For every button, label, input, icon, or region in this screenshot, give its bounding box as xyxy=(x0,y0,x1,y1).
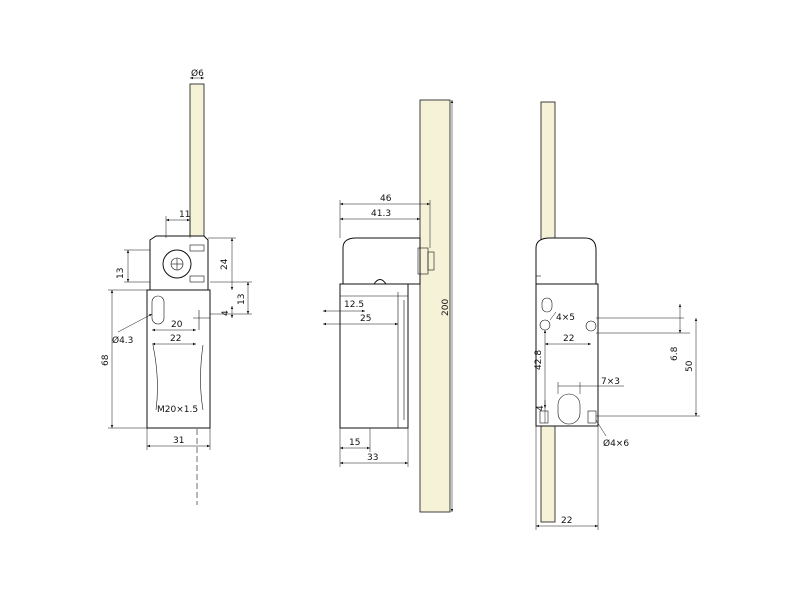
dim-thread: M20×1.5 xyxy=(157,405,198,415)
dim-24: 24 xyxy=(220,258,230,270)
dim-50: 50 xyxy=(685,360,695,372)
dim-11: 11 xyxy=(179,210,190,220)
roller-outer xyxy=(162,249,192,279)
dim-12: 12.5 xyxy=(344,300,364,310)
dim-22-rear: 22 xyxy=(563,334,574,344)
dim-42: 42.8 xyxy=(534,350,544,370)
rear-body xyxy=(535,283,599,427)
front-view: Ø6 11 13 24 13 4 Ø4.3 20 22 68 M20×1.5 3 xyxy=(101,68,252,505)
dim-slot1: 4×5 xyxy=(556,313,575,323)
dim-rod-dia: Ø6 xyxy=(191,68,204,79)
rear-view: 4×5 22 6.8 50 42.8 7×3 4 Ø4×6 22 xyxy=(534,101,700,530)
dim-33: 33 xyxy=(367,453,378,463)
side-rod xyxy=(419,99,451,513)
dim-4: 4 xyxy=(221,310,231,316)
dim-41: 41.3 xyxy=(371,209,391,219)
dim-68: 68 xyxy=(101,354,111,366)
dim-25: 25 xyxy=(360,314,371,324)
side-view: 46 41.3 12.5 25 15 33 200 xyxy=(323,99,454,513)
dim-hole: Ø4.3 xyxy=(112,335,133,346)
dim-15: 15 xyxy=(349,438,360,448)
dim-hole2: Ø4×6 xyxy=(603,438,629,449)
dim-4-rear: 4 xyxy=(536,405,546,411)
side-body xyxy=(339,283,409,429)
dim-13-left: 13 xyxy=(116,268,126,279)
dim-46: 46 xyxy=(380,194,392,204)
dim-20: 20 xyxy=(171,320,183,330)
dim-slot2: 7×3 xyxy=(601,377,620,387)
dim-13-right: 13 xyxy=(237,294,247,305)
dim-31: 31 xyxy=(173,436,184,446)
dim-22-bottom: 22 xyxy=(561,516,572,526)
dim-6: 6.8 xyxy=(670,346,680,361)
rear-head xyxy=(535,237,597,285)
dim-200: 200 xyxy=(441,299,451,316)
dim-22-front: 22 xyxy=(170,334,181,344)
side-head xyxy=(342,237,421,285)
front-hole xyxy=(151,295,165,325)
